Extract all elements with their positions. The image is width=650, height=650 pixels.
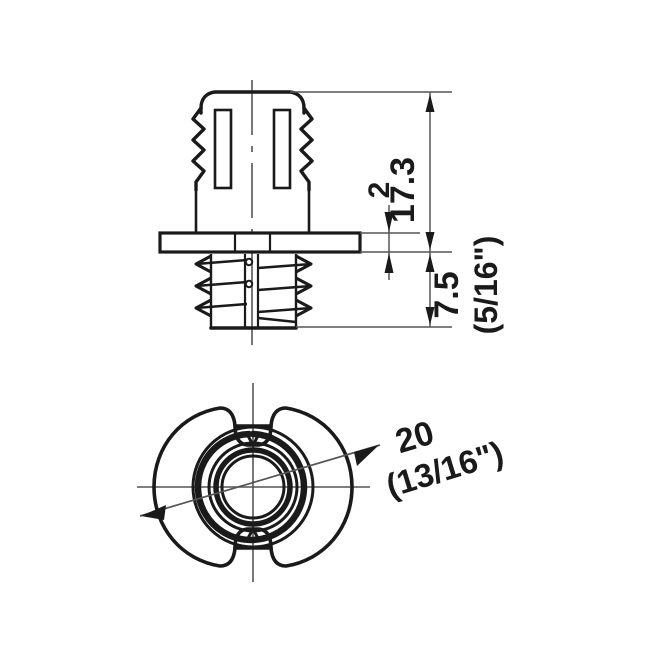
dimension-thread-length-imperial-text: (5/16") <box>468 236 504 335</box>
serration-right <box>299 106 314 192</box>
side-elevation-view <box>158 80 362 345</box>
insert-neck <box>194 190 311 233</box>
plan-ring-c-shape <box>194 430 308 544</box>
dimension-line-17-3 <box>425 92 435 252</box>
dimension-line-2 <box>384 205 394 280</box>
plan-ring-outer <box>191 425 315 549</box>
dimension-thread-length-text: 7.5 <box>428 271 466 318</box>
dimension-lines-group <box>290 91 452 328</box>
dimension-overall-height-text: 17.3 <box>384 157 422 223</box>
dimension-line-diameter <box>139 444 381 520</box>
serration-left <box>191 106 206 192</box>
head-slot <box>213 108 292 190</box>
flange <box>158 231 362 254</box>
plan-slot-bottom <box>245 525 261 541</box>
dimension-flange-thickness-text: 2 <box>363 182 396 199</box>
bottom-plan-view <box>137 383 381 582</box>
plan-slot-top <box>245 433 261 449</box>
dimension-line-7-5 <box>425 252 435 327</box>
threaded-shank <box>194 254 313 330</box>
plan-bore-circle <box>220 454 286 520</box>
plan-ring-inner-bold <box>213 447 293 527</box>
